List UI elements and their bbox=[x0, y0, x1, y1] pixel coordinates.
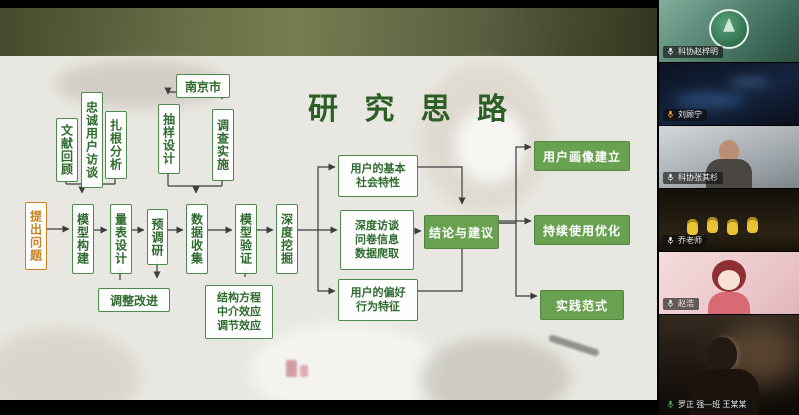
mic-active-icon bbox=[667, 401, 674, 409]
flow-box-user-portrait: 用户画像建立 bbox=[534, 141, 630, 171]
phone-audio-icon bbox=[667, 111, 674, 119]
flow-box-preference-behavior: 用户的偏好 行为特征 bbox=[338, 279, 418, 321]
participant-name: 刘顾宁 bbox=[678, 109, 702, 119]
participant-tile[interactable]: 刘顾宁 bbox=[659, 63, 799, 125]
participant-tile[interactable]: 乔老师 bbox=[659, 189, 799, 251]
participant-name-badge: 科协张其杉 bbox=[663, 171, 723, 184]
flow-box-literature-review: 文献回顾 bbox=[56, 118, 78, 182]
participant-tile-speaker[interactable]: 罗正 强—班 王某某 bbox=[659, 315, 799, 415]
flow-box-practice-paradigm: 实践范式 bbox=[540, 290, 624, 320]
flow-box-grounded-analysis: 扎根分析 bbox=[105, 111, 127, 179]
flow-box-model-construction: 模型构建 bbox=[72, 204, 94, 274]
participant-name-badge: 乔老师 bbox=[663, 234, 707, 247]
participant-name: 科协赵梓明 bbox=[678, 46, 718, 56]
slide-photo-top-band bbox=[0, 8, 657, 56]
flow-box-basic-social-traits: 用户的基本 社会特性 bbox=[338, 155, 418, 197]
flow-box-survey-implementation: 调查实施 bbox=[212, 109, 234, 181]
slide-title: 研 究 思 路 bbox=[308, 93, 517, 126]
mic-icon bbox=[667, 300, 674, 308]
participant-name-badge: 科协赵梓明 bbox=[663, 45, 723, 58]
avatar bbox=[719, 140, 739, 162]
flow-box-continuous-optimization: 持续使用优化 bbox=[534, 215, 630, 245]
mic-icon bbox=[667, 174, 674, 182]
participant-name-badge: 赵浩 bbox=[663, 297, 699, 310]
participant-tile[interactable]: 科协张其杉 bbox=[659, 126, 799, 188]
mic-icon bbox=[667, 237, 674, 245]
participant-name: 科协张其杉 bbox=[678, 172, 718, 182]
flow-box-data-channels: 深度访谈 问卷信息 数据爬取 bbox=[340, 210, 414, 270]
participant-name-badge: 罗正 强—班 王某某 bbox=[663, 398, 752, 411]
participant-name: 乔老师 bbox=[678, 235, 702, 245]
flow-box-loyal-user-interview: 忠诚用户访谈 bbox=[81, 92, 103, 188]
participant-name: 罗正 强—班 王某某 bbox=[678, 399, 747, 409]
participant-name-badge: 刘顾宁 bbox=[663, 108, 707, 121]
flow-box-adjust-improve: 调整改进 bbox=[98, 288, 170, 312]
flow-box-model-validation: 模型验证 bbox=[235, 204, 257, 274]
participant-name: 赵浩 bbox=[678, 298, 694, 308]
flow-box-nanjing: 南京市 bbox=[176, 74, 230, 98]
flow-box-pre-survey: 预调研 bbox=[147, 209, 168, 265]
flow-box-propose-question: 提出问题 bbox=[25, 202, 47, 270]
participant-tile[interactable]: 科协赵梓明 bbox=[659, 0, 799, 62]
shared-screen-slide: 研 究 思 路 文献回顾 忠诚用户访谈 扎根分析 南京市 抽样设计 调查实施 提… bbox=[0, 8, 657, 400]
participant-video-thumbnail bbox=[659, 0, 799, 62]
flow-box-data-collection: 数据收集 bbox=[186, 204, 208, 274]
mic-icon bbox=[667, 48, 674, 56]
flow-box-conclusion: 结论与建议 bbox=[424, 215, 499, 249]
participant-tile[interactable]: 赵浩 bbox=[659, 252, 799, 314]
flow-box-sampling-design: 抽样设计 bbox=[158, 104, 180, 174]
flow-box-scale-design: 量表设计 bbox=[110, 204, 132, 274]
flow-box-deep-mining: 深度挖掘 bbox=[276, 204, 298, 274]
flow-box-sem-effects: 结构方程 中介效应 调节效应 bbox=[205, 285, 273, 339]
participant-video-thumbnail bbox=[659, 252, 799, 314]
